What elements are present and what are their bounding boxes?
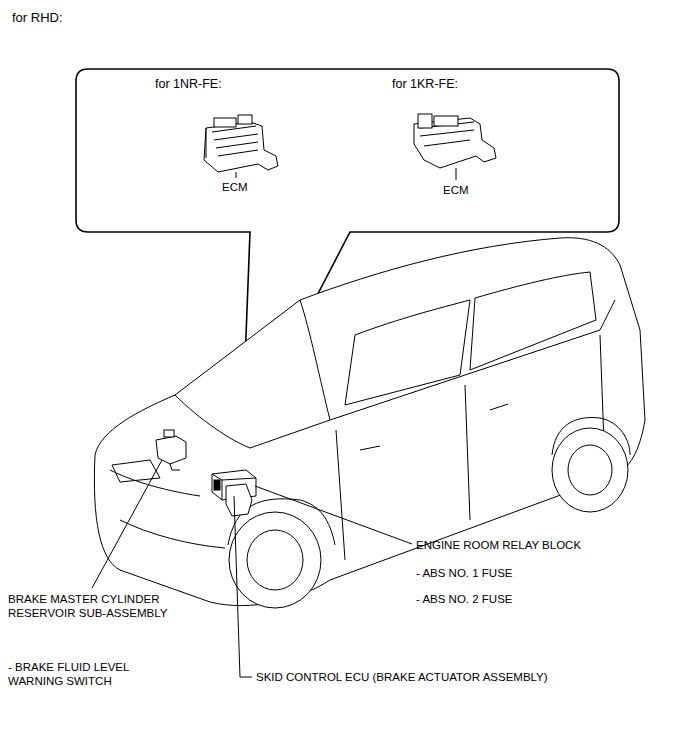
engine-variant-heading: for 1NR-FE: <box>155 77 222 91</box>
ecm-1kr <box>414 114 496 180</box>
engine-variant-heading: for 1KR-FE: <box>392 77 458 91</box>
part-name: - BRAKE FLUID LEVEL WARNING SWITCH <box>8 660 158 688</box>
leader-lines <box>92 460 412 677</box>
part-name: ECM <box>443 183 469 197</box>
part-name: ENGINE ROOM RELAY BLOCK <box>416 538 581 552</box>
part-name: BRAKE MASTER CYLINDER RESERVOIR SUB-ASSE… <box>8 592 193 620</box>
page-heading: for RHD: <box>12 10 63 26</box>
car-outline <box>94 238 645 608</box>
ecm-1nr <box>204 115 278 178</box>
part-name: - ABS NO. 2 FUSE <box>416 592 513 606</box>
callout-box: for 1NR-FE: for 1KR-FE: ECM ECM <box>76 69 619 232</box>
part-name: SKID CONTROL ECU (BRAKE ACTUATOR ASSEMBL… <box>256 670 548 684</box>
reservoir <box>156 430 186 470</box>
part-name: ECM <box>222 180 248 194</box>
part-name: - ABS NO. 1 FUSE <box>416 566 513 580</box>
